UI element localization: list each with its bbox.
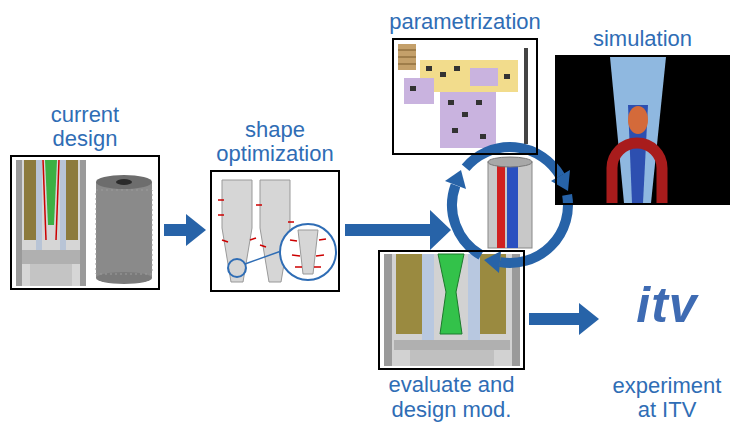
flow-arrow <box>529 303 599 335</box>
box-heading: simulation <box>558 27 728 52</box>
cycle-arrows <box>452 147 568 263</box>
simulation-image <box>555 55 730 205</box>
box-heading: shape optimization <box>205 118 345 167</box>
nozzle-section <box>16 160 86 286</box>
image-box: simulation <box>555 55 730 205</box>
image-box: evaluate and design mod. <box>378 250 525 370</box>
modified-section <box>384 254 520 366</box>
image-box: parametrization <box>392 38 538 155</box>
flow-arrow <box>345 210 451 250</box>
box-heading: evaluate and design mod. <box>382 373 522 422</box>
itv-logo: itv <box>603 280 731 330</box>
cycle-arrowheads <box>445 170 570 273</box>
cylinder-part <box>96 175 152 284</box>
box-heading: parametrization <box>365 10 565 35</box>
caption-text: experiment at ITV <box>603 374 731 422</box>
image-box: current design <box>10 155 160 290</box>
box-heading: current design <box>20 103 150 152</box>
optimized-shapes <box>218 180 336 282</box>
parameter-blocks <box>398 44 528 148</box>
flow-arrow <box>164 214 206 246</box>
cycle-part <box>488 157 532 248</box>
image-box: shape optimization <box>210 170 340 292</box>
logo-node: itv experiment at ITV <box>603 268 731 426</box>
